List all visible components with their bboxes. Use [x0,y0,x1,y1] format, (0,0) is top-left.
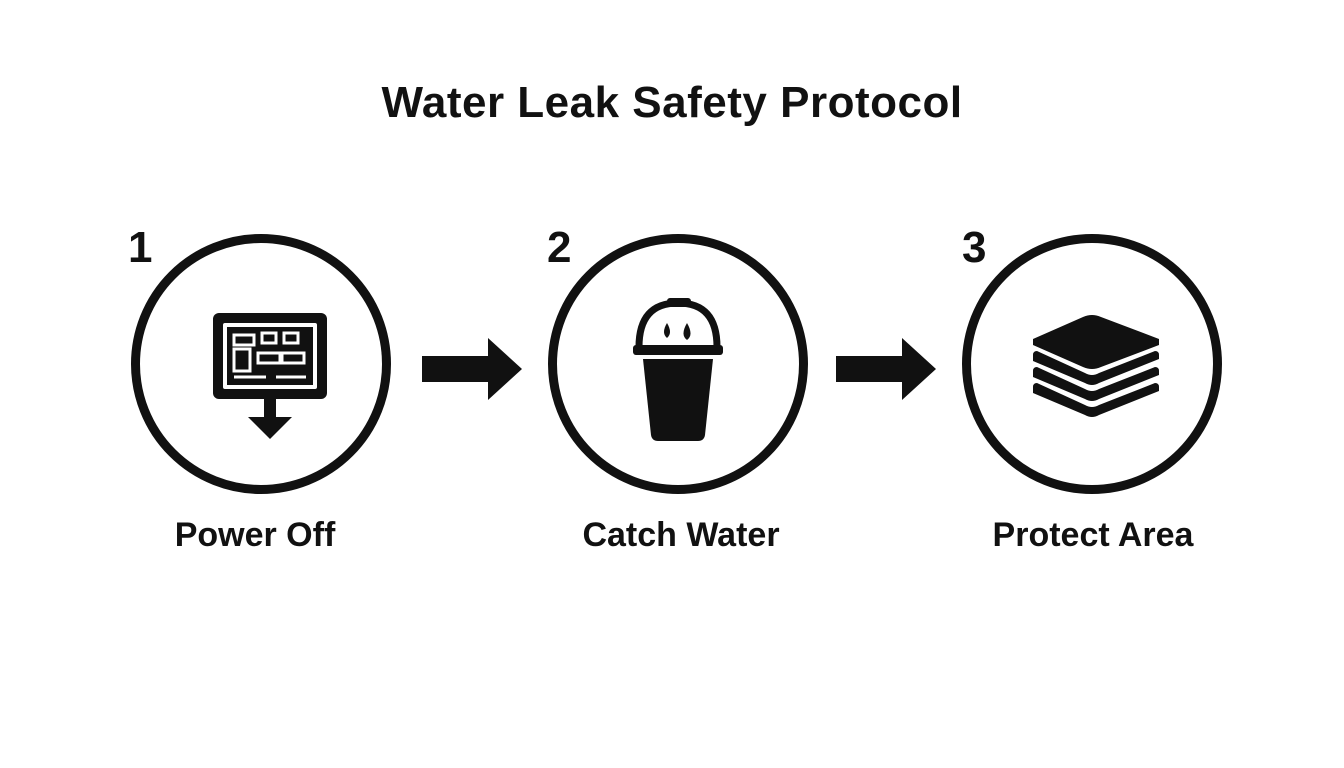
right-arrow-icon [422,338,522,400]
step-2-number: 2 [547,223,572,272]
breaker-panel-down-arrow-icon [213,313,327,439]
stacked-towels-icon [1033,315,1159,417]
step-3-circle [962,234,1222,494]
step-1-number: 1 [128,223,153,272]
bucket-with-drops-icon [633,298,723,441]
right-arrow-icon [836,338,936,400]
diagram-title: Water Leak Safety Protocol [381,78,963,127]
step-2-label: Catch Water [582,516,780,554]
step-1-circle [131,234,391,494]
step-2-circle [548,234,808,494]
step-1-label: Power Off [174,516,336,554]
step-3-number: 3 [962,223,987,272]
step-3-label: Protect Area [992,516,1194,554]
